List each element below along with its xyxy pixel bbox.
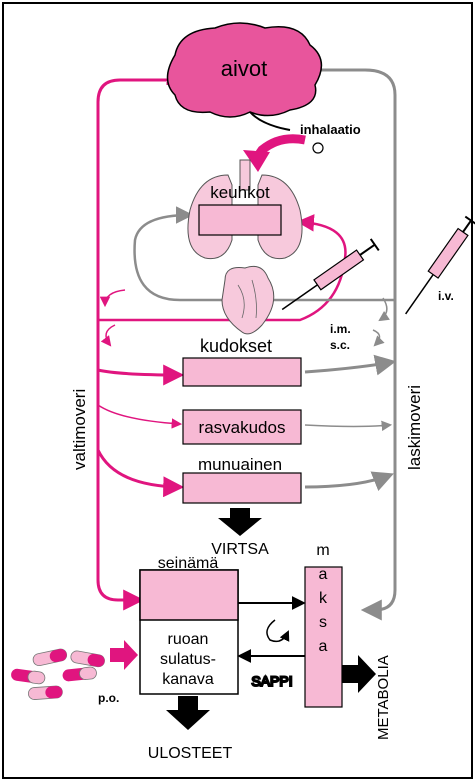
liver-node: m a k s a [305, 542, 342, 707]
liver-letter-a1: a [319, 566, 328, 583]
metabolism-label: METABOLIA [375, 655, 392, 740]
iv-label: i.v. [438, 289, 454, 303]
lungs-label: keuhkot [210, 183, 270, 202]
gut-label-3: kanava [162, 671, 214, 688]
im-label: i.m. [330, 322, 351, 336]
brain-label: aivot [221, 56, 267, 81]
sc-label: s.c. [330, 338, 350, 352]
gut-label-2: sulatus- [160, 651, 216, 668]
feces-label: ULOSTEET [148, 745, 233, 762]
adipose-node: rasvakudos [183, 410, 301, 444]
kidney-label: munuainen [198, 455, 282, 474]
bile-label: SAPPI [251, 673, 292, 689]
gut-label-1: ruoan [168, 631, 209, 648]
urine-label: VIRTSA [211, 541, 269, 558]
liver-letter-k: k [319, 590, 328, 607]
vein-label: laskimoveri [405, 385, 424, 470]
liver-letter-a2: a [319, 638, 328, 655]
gut-wall [140, 570, 238, 620]
wall-label: seinämä [158, 555, 219, 572]
artery-label: valtimoveri [70, 389, 89, 470]
lungs-box [199, 205, 281, 235]
liver-letter-s: s [319, 614, 327, 631]
gi-tract: seinämä ruoan sulatus- kanava [140, 555, 238, 694]
adipose-label: rasvakudos [199, 418, 286, 437]
liver-letter-m: m [316, 542, 329, 559]
po-label: p.o. [98, 691, 119, 705]
tissues-label: kudokset [200, 336, 272, 356]
inhalation-label: inhalaatio [300, 122, 361, 137]
